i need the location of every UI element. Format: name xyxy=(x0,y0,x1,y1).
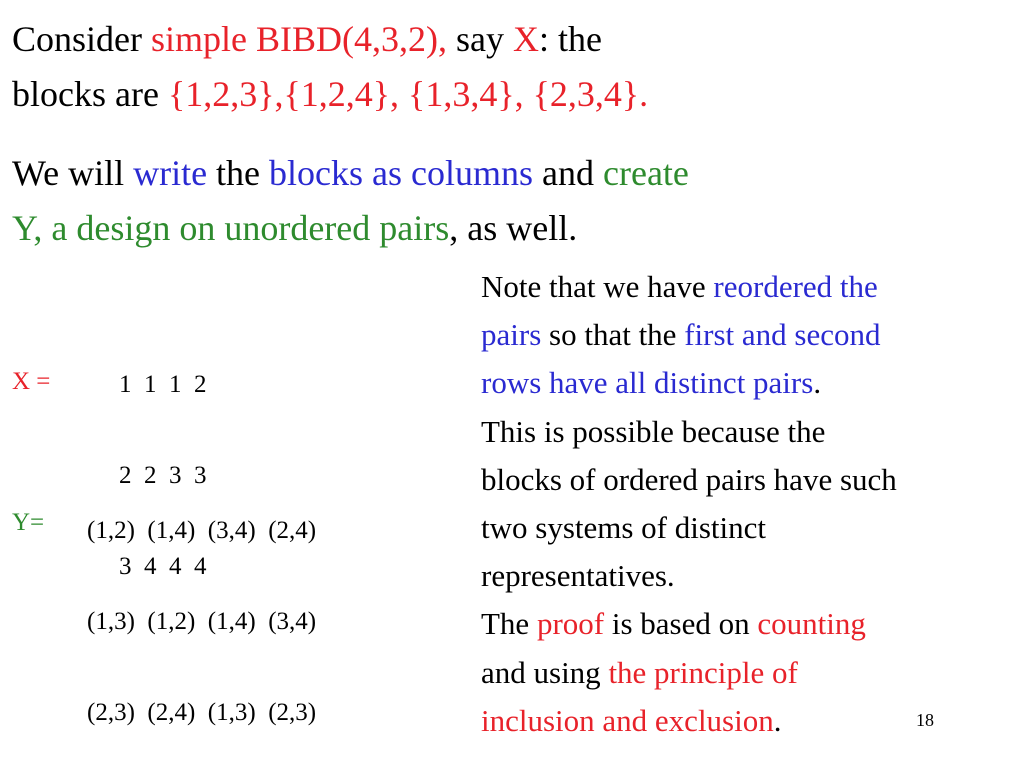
plan-line-1: We will write the blocks as columns and … xyxy=(12,155,689,191)
plan-highlight-write: write xyxy=(133,153,208,193)
intro-text: blocks are xyxy=(12,74,168,114)
x-matrix-row: 1 1 1 2 xyxy=(119,371,207,398)
note-highlight: pairs xyxy=(481,317,542,353)
note-line: Note that we have reordered the xyxy=(481,263,1021,311)
x-label: X = xyxy=(12,368,51,395)
note-highlight: inclusion and exclusion xyxy=(481,702,774,738)
note-highlight: reordered the xyxy=(713,269,878,304)
design-x-symbol: X xyxy=(512,19,539,59)
page-number: 18 xyxy=(916,710,934,730)
note-line: This is possible because the xyxy=(481,413,826,449)
note-text: . xyxy=(813,365,822,401)
bibd-name: simple BIBD(4,3,2), xyxy=(151,19,447,59)
block-list: {1,2,3},{1,2,4}, {1,3,4}, {2,3,4}. xyxy=(167,74,649,114)
y-matrix-row: (1,3) (1,2) (1,4) (3,4) xyxy=(87,608,317,635)
note-highlight: the principle of xyxy=(608,654,798,690)
x-matrix: 1 1 1 2 2 2 3 3 3 4 4 4 xyxy=(119,322,207,620)
note-line: inclusion and exclusion. xyxy=(481,697,1021,745)
intro-text: : the xyxy=(538,19,602,59)
note-line: pairs so that the first and second xyxy=(481,311,1021,359)
note-line: and using the principle of xyxy=(481,649,1021,697)
note-paragraph: Note that we have reordered the pairs so… xyxy=(481,263,1021,745)
note-highlight: proof xyxy=(536,606,605,642)
plan-text: and xyxy=(533,153,603,193)
plan-text: the xyxy=(207,153,270,193)
note-text: The xyxy=(481,606,537,642)
note-line: rows have all distinct pairs. xyxy=(481,359,1021,407)
note-line: two systems of distinct xyxy=(481,510,767,546)
note-line: representatives. xyxy=(481,558,675,594)
y-matrix: (1,2) (1,4) (3,4) (2,4) (1,3) (1,2) (1,4… xyxy=(87,468,316,766)
note-text: . xyxy=(773,702,782,738)
note-text: is based on xyxy=(604,606,758,642)
plan-highlight-design-y: Y, a design on unordered pairs xyxy=(12,208,450,248)
plan-text: We will xyxy=(12,153,134,193)
intro-line-2: blocks are {1,2,3},{1,2,4}, {1,3,4}, {2,… xyxy=(12,76,648,112)
note-line: The proof is based on counting xyxy=(481,600,1021,648)
plan-line-2: Y, a design on unordered pairs, as well. xyxy=(12,210,577,246)
plan-text: , as well. xyxy=(449,208,578,248)
x-matrix-row: 2 2 3 3 xyxy=(119,462,207,489)
y-matrix-row: (1,2) (1,4) (3,4) (2,4) xyxy=(87,517,317,544)
y-label: Y= xyxy=(12,509,45,536)
note-highlight: rows have all distinct pairs xyxy=(481,365,814,401)
intro-text: Consider xyxy=(12,19,151,59)
plan-highlight-columns: blocks as columns xyxy=(269,153,534,193)
note-text: and using xyxy=(481,654,609,690)
intro-text: say xyxy=(446,19,513,59)
plan-highlight-create: create xyxy=(603,153,689,193)
note-highlight: first and second xyxy=(684,317,881,353)
intro-line-1: Consider simple BIBD(4,3,2), say X: the xyxy=(12,21,602,57)
y-matrix-row: (2,3) (2,4) (1,3) (2,3) xyxy=(87,699,317,726)
note-line: blocks of ordered pairs have such xyxy=(481,461,897,497)
note-text: Note that we have xyxy=(481,269,714,304)
note-text: so that the xyxy=(541,317,685,353)
x-matrix-row: 3 4 4 4 xyxy=(119,553,207,580)
note-highlight: counting xyxy=(757,606,866,642)
